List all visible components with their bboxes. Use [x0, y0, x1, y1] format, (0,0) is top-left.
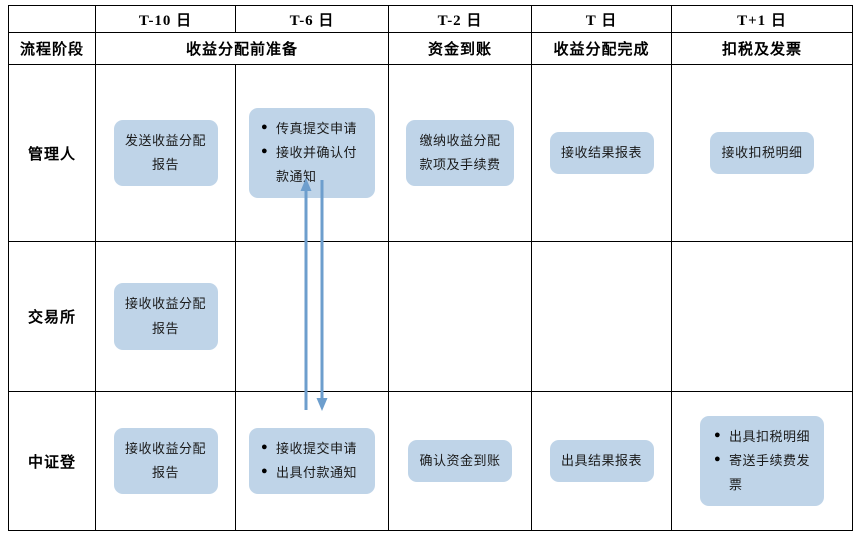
- header-day-t: T 日: [531, 5, 672, 33]
- cell-exchange-t10: 接收收益分配报告: [95, 241, 236, 392]
- cell-csdc-t1: 出具扣税明细 寄送手续费发票: [671, 391, 853, 531]
- bullet-item: 接收提交申请: [261, 437, 365, 461]
- bullet-item: 出具付款通知: [261, 461, 365, 485]
- process-box: 接收提交申请 出具付款通知: [249, 427, 375, 495]
- row-label-manager: 管理人: [8, 64, 96, 242]
- process-box: 出具扣税明细 寄送手续费发票: [700, 415, 824, 507]
- header-stage-distribution-done: 收益分配完成: [531, 32, 672, 65]
- cell-csdc-t10: 接收收益分配报告: [95, 391, 236, 531]
- header-stage-label: 流程阶段: [8, 32, 96, 65]
- row-label-exchange: 交易所: [8, 241, 96, 392]
- process-box: 接收收益分配报告: [113, 427, 218, 495]
- process-box: 缴纳收益分配款项及手续费: [406, 119, 514, 187]
- cell-manager-t10: 发送收益分配报告: [95, 64, 236, 242]
- cell-csdc-t2: 确认资金到账: [388, 391, 532, 531]
- cell-exchange-t: [531, 241, 672, 392]
- header-stage-funds-arrival: 资金到账: [388, 32, 532, 65]
- process-flow-table: T-10 日 T-6 日 T-2 日 T 日 T+1 日 流程阶段 收益分配前准…: [8, 5, 853, 531]
- cell-manager-t2: 缴纳收益分配款项及手续费: [388, 64, 532, 242]
- bullet-item: 出具扣税明细: [714, 425, 814, 449]
- header-day-t-2: T-2 日: [388, 5, 532, 33]
- header-day-t-plus-1: T+1 日: [671, 5, 853, 33]
- process-box: 接收收益分配报告: [113, 283, 218, 350]
- process-box: 接收扣税明细: [710, 131, 814, 175]
- process-box: 发送收益分配报告: [113, 119, 218, 187]
- row-label-csdc: 中证登: [8, 391, 96, 531]
- process-box: 确认资金到账: [408, 439, 512, 483]
- cell-exchange-t6: [235, 241, 389, 392]
- cell-csdc-t6: 接收提交申请 出具付款通知: [235, 391, 389, 531]
- header-day-t-6: T-6 日: [235, 5, 389, 33]
- cell-manager-t1: 接收扣税明细: [671, 64, 853, 242]
- process-box: 出具结果报表: [549, 439, 654, 483]
- cell-exchange-t2: [388, 241, 532, 392]
- bullet-item: 传真提交申请: [261, 117, 365, 141]
- table-row: 管理人 发送收益分配报告 传真提交申请 接收并确认付款通知: [8, 64, 853, 242]
- table-row: 交易所 接收收益分配报告: [8, 241, 853, 392]
- cell-manager-t: 接收结果报表: [531, 64, 672, 242]
- process-box: 接收结果报表: [549, 131, 654, 175]
- table-header-stage-row: 流程阶段 收益分配前准备 资金到账 收益分配完成 扣税及发票: [8, 32, 853, 65]
- cell-exchange-t1: [671, 241, 853, 392]
- header-stage-prepare: 收益分配前准备: [95, 32, 389, 65]
- bullet-item: 寄送手续费发票: [714, 449, 814, 497]
- process-box: 传真提交申请 接收并确认付款通知: [249, 107, 375, 199]
- header-stage-tax-invoice: 扣税及发票: [671, 32, 853, 65]
- cell-csdc-t: 出具结果报表: [531, 391, 672, 531]
- bullet-item: 接收并确认付款通知: [261, 141, 365, 189]
- process-flow-table-container: T-10 日 T-6 日 T-2 日 T 日 T+1 日 流程阶段 收益分配前准…: [8, 5, 853, 531]
- table-header-day-row: T-10 日 T-6 日 T-2 日 T 日 T+1 日: [8, 5, 853, 33]
- header-day-t-10: T-10 日: [95, 5, 236, 33]
- table-row: 中证登 接收收益分配报告 接收提交申请 出具付款通知: [8, 391, 853, 531]
- header-corner-blank: [8, 5, 96, 33]
- cell-manager-t6: 传真提交申请 接收并确认付款通知: [235, 64, 389, 242]
